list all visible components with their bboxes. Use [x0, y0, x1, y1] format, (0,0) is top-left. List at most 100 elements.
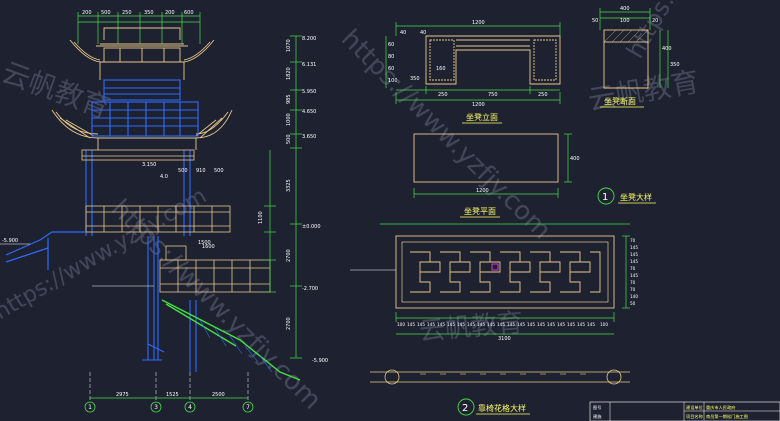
watermark-brand: 云帆教育 — [585, 65, 701, 117]
drawing-title: 坐凳大样 — [620, 192, 652, 202]
lattice-detail: 100 145 145 145 145 145 145 145 145 145 … — [350, 223, 638, 416]
dim-label: 2500 — [212, 392, 225, 398]
dim-label: 145 — [457, 322, 465, 327]
title-block-cell: 重庆市人民政府 — [706, 404, 735, 411]
dim-label: 400 — [662, 46, 672, 52]
bench-plan: 1200 400 坐凳平面 — [413, 133, 580, 218]
dim-label: 600 — [184, 10, 194, 16]
title-block-cell: 南岳第一期松门施工图 — [706, 413, 748, 420]
elevation-label: 4.650 — [302, 109, 316, 115]
axis-label: 1 — [88, 404, 92, 411]
elevation-label: ±0.000 — [302, 224, 321, 230]
dim-label: 145 — [447, 322, 455, 327]
axis-bubbles — [84, 401, 254, 413]
dim-label: 910 — [196, 168, 206, 174]
dim-label: 145 — [630, 273, 638, 278]
dim-label: 500 — [178, 168, 188, 174]
dim-label: 1525 — [166, 392, 179, 398]
elevation-label: 6.131 — [302, 62, 316, 68]
dim-label: 160 — [436, 66, 446, 72]
dim-label: 145 — [587, 322, 595, 327]
watermark-url: https://www.yzfjy.com — [621, 0, 776, 63]
drawing-title: 靠椅花格大样 — [478, 403, 526, 413]
dim-label: 350 — [410, 76, 420, 82]
dim-label: 2975 — [116, 392, 129, 398]
dim-label: 80 — [388, 54, 394, 60]
axis-bubble — [184, 401, 196, 413]
dim-label: 40 — [400, 30, 406, 36]
axis-bubble — [242, 401, 254, 413]
left-elevation: -5.900 — [0, 238, 30, 245]
dim-label: 1200 — [472, 20, 485, 26]
dim-label: 2700 — [286, 249, 292, 262]
detail-number: 2 — [462, 403, 468, 414]
dim-label: 500 — [214, 168, 224, 174]
dim-label: 1200 — [472, 102, 485, 108]
lattice-bottom-dims: 100 145 145 145 145 145 145 145 145 145 … — [397, 322, 608, 327]
dim-label: 1200 — [476, 188, 489, 194]
axis-bubble — [150, 401, 162, 413]
dim-label: 100 — [620, 18, 630, 24]
elevation-label: -2.700 — [302, 286, 318, 292]
title-block-cell: 图号 — [593, 405, 601, 411]
bench-section: 400 100 20 50 350 400 坐凳断面 — [592, 6, 680, 108]
inner-labels: 4.0 500 910 500 1600 3.150 1500 — [142, 162, 224, 250]
dim-label: 500 — [101, 10, 111, 16]
top-dims-text: 200 500 250 350 200 600 — [82, 10, 194, 16]
dim-label: 750 — [488, 92, 498, 98]
dim-label: 200 — [82, 10, 92, 16]
axis-lines — [89, 372, 249, 400]
slope-hatch — [199, 319, 273, 373]
lattice-right-dims: 70 145 145 145 70 145 70 70 140 50 — [630, 238, 638, 306]
dim-label: 400 — [620, 6, 630, 12]
pink-marker — [491, 263, 499, 271]
dim-label: 70 — [630, 266, 636, 271]
rail-strip — [370, 369, 630, 385]
dim-label: 40 — [420, 30, 426, 36]
dim-label: 70 — [630, 238, 636, 243]
watermark-brand: 云帆教育 — [0, 56, 114, 125]
dim-label: 70 — [630, 287, 636, 292]
dim-label: 20 — [652, 18, 658, 24]
axis-bubble — [84, 401, 96, 413]
bench-elevation: 1200 40 160 40 350 250 750 250 1200 60 8… — [385, 20, 561, 124]
axis-bubble-labels: 1 3 4 7 — [88, 404, 250, 411]
dim-label: 1600 — [202, 244, 215, 250]
stair-terrain — [5, 231, 86, 270]
dim-label: 145 — [527, 322, 535, 327]
watermark-url: https://www.yzfjy.com — [335, 24, 557, 246]
dim-label: 100 — [397, 322, 405, 327]
dim-label: 145 — [477, 322, 485, 327]
dim-label: 145 — [437, 322, 445, 327]
dim-label: 3325 — [286, 179, 292, 192]
dim-label: 250 — [538, 92, 548, 98]
title-block-cell: 建设单位 — [686, 404, 703, 411]
dim-label: 145 — [547, 322, 555, 327]
label-elev: 4.0 — [160, 174, 168, 180]
dim-label: 50 — [592, 18, 598, 24]
label-elev: 3.150 — [142, 162, 156, 168]
drawing-title: 坐凳断面 — [604, 96, 636, 106]
dim-label: 200 — [165, 10, 175, 16]
elevation-label: 5.950 — [302, 89, 316, 95]
right-dimension-chain — [264, 35, 302, 359]
elevation-label: -5.900 — [312, 358, 328, 364]
dim-label: 100 — [600, 322, 608, 327]
dim-label: 2700 — [286, 317, 292, 330]
axis-label: 4 — [188, 404, 192, 411]
dim-label: 1500 — [198, 240, 211, 246]
bottom-dims-text: 2975 1525 2500 — [116, 392, 225, 398]
dim-label: 145 — [507, 322, 515, 327]
dim-label: 145 — [630, 252, 638, 257]
elevation-marks: 8.200 6.131 5.950 4.650 3.650 ±0.000 -2.… — [302, 36, 328, 364]
dim-label: 1000 — [286, 113, 292, 126]
elevation-label: -5.900 — [2, 238, 18, 244]
dim-label: 350 — [144, 10, 154, 16]
dim-label: 145 — [630, 259, 638, 264]
dim-label: 145 — [557, 322, 565, 327]
dim-label: 145 — [417, 322, 425, 327]
dim-label: 400 — [570, 156, 580, 162]
dim-label: 145 — [630, 245, 638, 250]
dim-label: 145 — [567, 322, 575, 327]
